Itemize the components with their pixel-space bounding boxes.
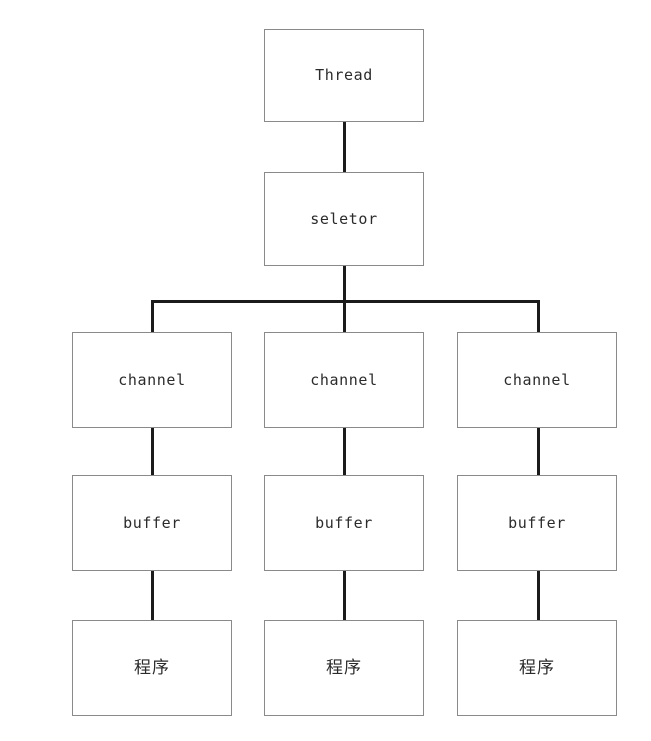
node-buffer-1[interactable]: buffer [72, 475, 232, 571]
node-seletor[interactable]: seletor [264, 172, 424, 266]
node-label-thread: Thread [315, 66, 373, 84]
node-label-channel-3: channel [503, 370, 571, 389]
connector-bus-to-channel-1 [151, 300, 154, 334]
node-channel-3[interactable]: channel [457, 332, 617, 428]
node-label-channel-2: channel [310, 370, 378, 389]
node-label-channel-1: channel [118, 370, 186, 389]
connector-thread-to-seletor [343, 122, 346, 172]
connector-channel-2-to-buffer-2 [343, 426, 346, 477]
connector-channel-bus [151, 300, 540, 303]
node-program-2[interactable]: 程序 [264, 620, 424, 716]
node-label-buffer-1: buffer [123, 513, 181, 532]
node-label-program-3: 程序 [519, 657, 555, 678]
connector-buffer-3-to-program-3 [537, 569, 540, 622]
node-label-program-2: 程序 [326, 657, 362, 678]
node-label-seletor: seletor [310, 209, 378, 228]
connector-buffer-2-to-program-2 [343, 569, 346, 622]
connector-bus-to-channel-3 [537, 300, 540, 334]
connector-buffer-1-to-program-1 [151, 569, 154, 622]
node-label-buffer-3: buffer [508, 513, 566, 532]
node-label-buffer-2: buffer [315, 513, 373, 532]
node-buffer-2[interactable]: buffer [264, 475, 424, 571]
node-channel-1[interactable]: channel [72, 332, 232, 428]
connector-channel-3-to-buffer-3 [537, 426, 540, 477]
node-program-3[interactable]: 程序 [457, 620, 617, 716]
node-channel-2[interactable]: channel [264, 332, 424, 428]
node-thread[interactable]: Thread [264, 29, 424, 122]
node-buffer-3[interactable]: buffer [457, 475, 617, 571]
node-label-program-1: 程序 [134, 657, 170, 678]
connector-channel-1-to-buffer-1 [151, 426, 154, 477]
node-program-1[interactable]: 程序 [72, 620, 232, 716]
